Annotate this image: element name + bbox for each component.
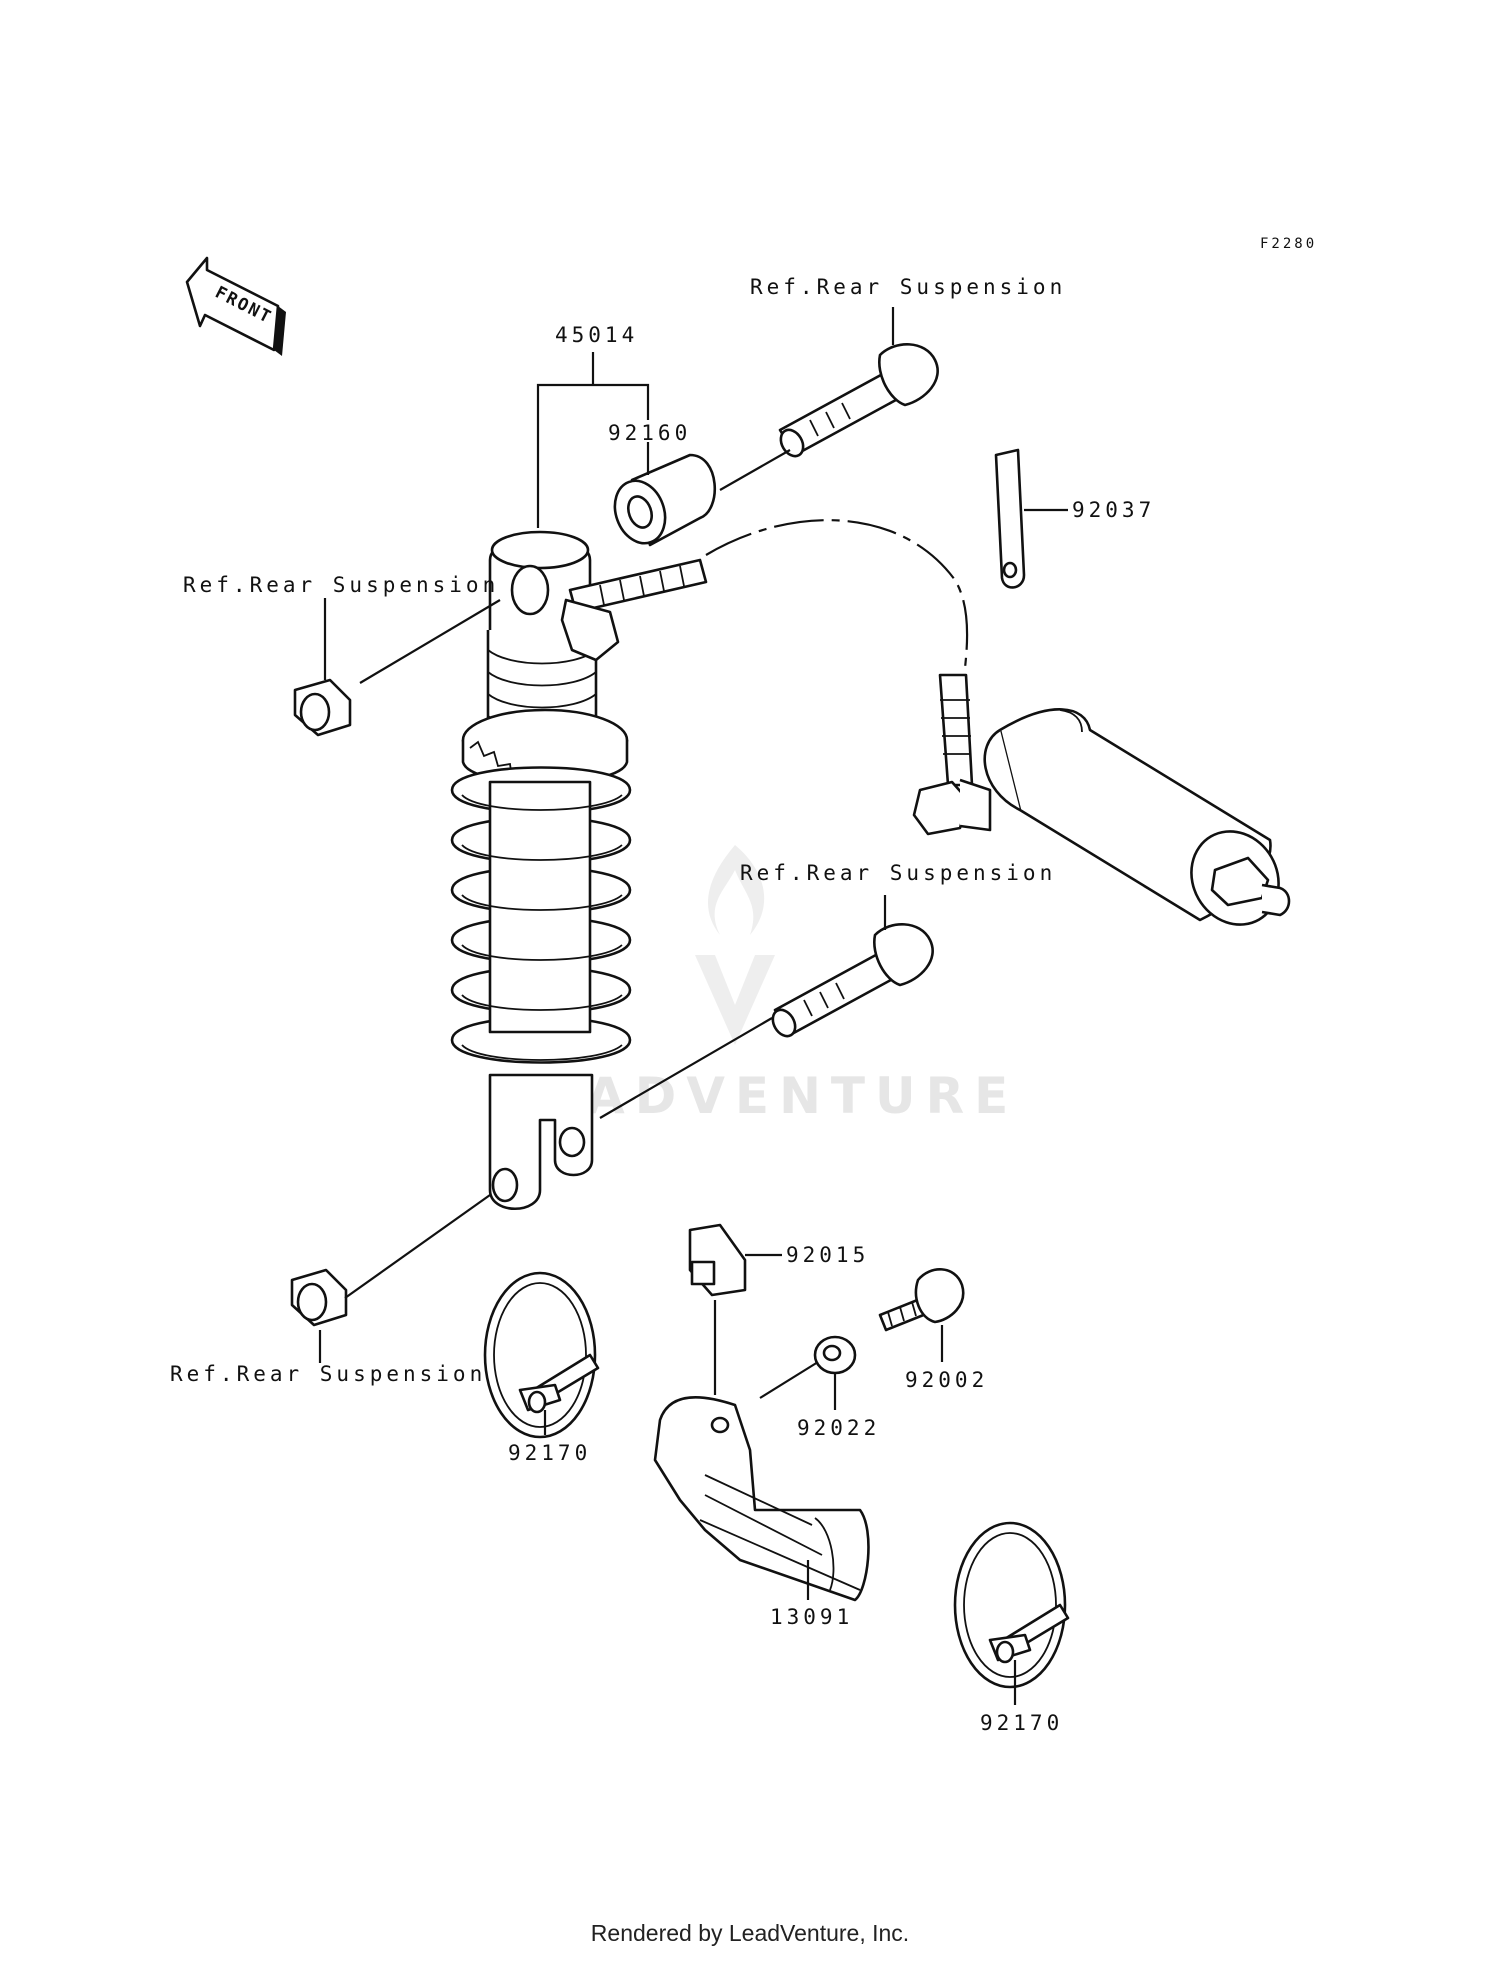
hose-line	[705, 519, 969, 669]
band-92170-right	[953, 1521, 1070, 1689]
nut-left-upper	[293, 678, 352, 737]
top-bolt	[778, 343, 939, 458]
collar-92160	[613, 453, 717, 547]
clip-nut-92015	[688, 1223, 747, 1297]
coil-spring	[450, 766, 632, 1064]
diagram-code: F2280	[1260, 236, 1317, 252]
bolt-92002	[878, 1268, 965, 1332]
band-92170-left	[483, 1271, 600, 1439]
clamp-92037	[994, 448, 1026, 589]
middle-bolt	[771, 923, 934, 1038]
nut-left-lower	[290, 1268, 348, 1327]
guard-13091	[653, 1396, 870, 1602]
label-13091: 13091	[770, 1605, 853, 1629]
washer-92022	[813, 1335, 857, 1375]
label-ref-bottom-left: Ref.Rear Suspension	[170, 1362, 486, 1386]
label-92015: 92015	[786, 1243, 869, 1267]
label-45014: 45014	[555, 323, 638, 347]
label-92170-left: 92170	[508, 1441, 591, 1465]
shock-absorber	[450, 530, 708, 1211]
footer-credit: Rendered by LeadVenture, Inc.	[590, 1920, 910, 1946]
reservoir	[912, 673, 1291, 926]
label-ref-mid: Ref.Rear Suspension	[740, 861, 1056, 885]
label-92037: 92037	[1072, 498, 1155, 522]
label-ref-left-upper: Ref.Rear Suspension	[183, 573, 499, 597]
front-arrow-icon: FRONT	[185, 256, 286, 356]
label-92170-right: 92170	[980, 1711, 1063, 1735]
label-92002: 92002	[905, 1368, 988, 1392]
label-92160: 92160	[608, 421, 691, 445]
label-92022: 92022	[797, 1416, 880, 1440]
leader-lines	[318, 307, 1068, 1705]
label-ref-top: Ref.Rear Suspension	[750, 275, 1066, 299]
